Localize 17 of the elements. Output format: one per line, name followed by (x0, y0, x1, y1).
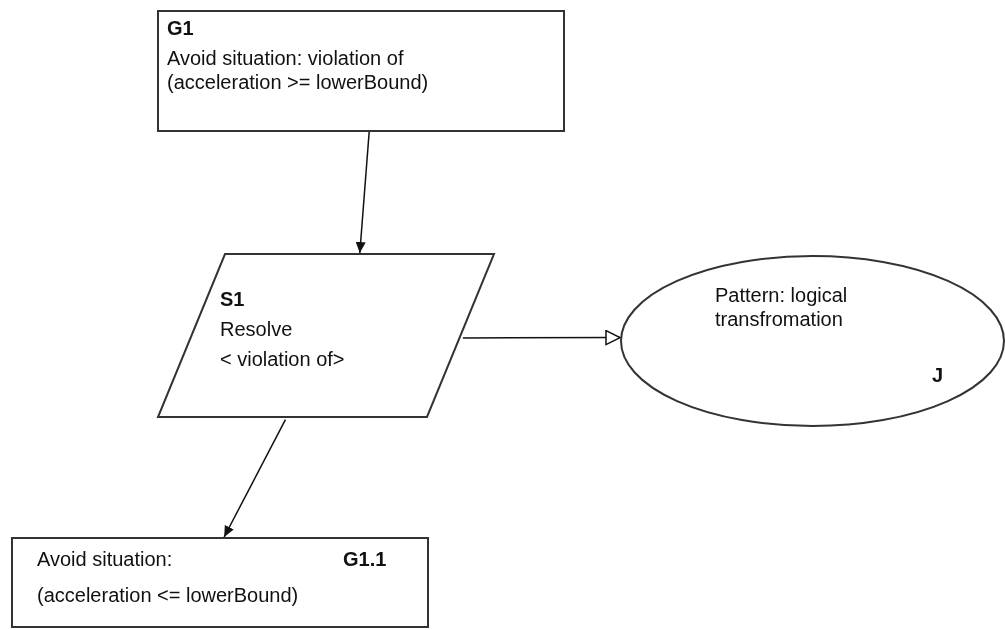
node-text: (acceleration <= lowerBound) (37, 583, 299, 607)
node-text: < violation of> (220, 347, 345, 371)
node-text: Avoid situation: violation of (acceleration >= lowerBound) (167, 46, 430, 94)
node-id: G1 (167, 16, 194, 40)
node-text: Avoid situation: (37, 547, 173, 571)
node-id: G1.1 (343, 547, 387, 571)
node-text: Resolve (220, 317, 293, 341)
node-text: Pattern: logical transfromation (715, 283, 849, 331)
goal-box (157, 10, 565, 132)
goal-box (11, 537, 429, 628)
strategy-parallelogram (157, 253, 495, 418)
arrow (223, 418, 287, 538)
justification-ellipse (620, 255, 1005, 427)
arrow (355, 131, 370, 254)
arrow (462, 329, 621, 346)
node-id: S1 (220, 287, 245, 311)
node-id: J (932, 363, 944, 387)
